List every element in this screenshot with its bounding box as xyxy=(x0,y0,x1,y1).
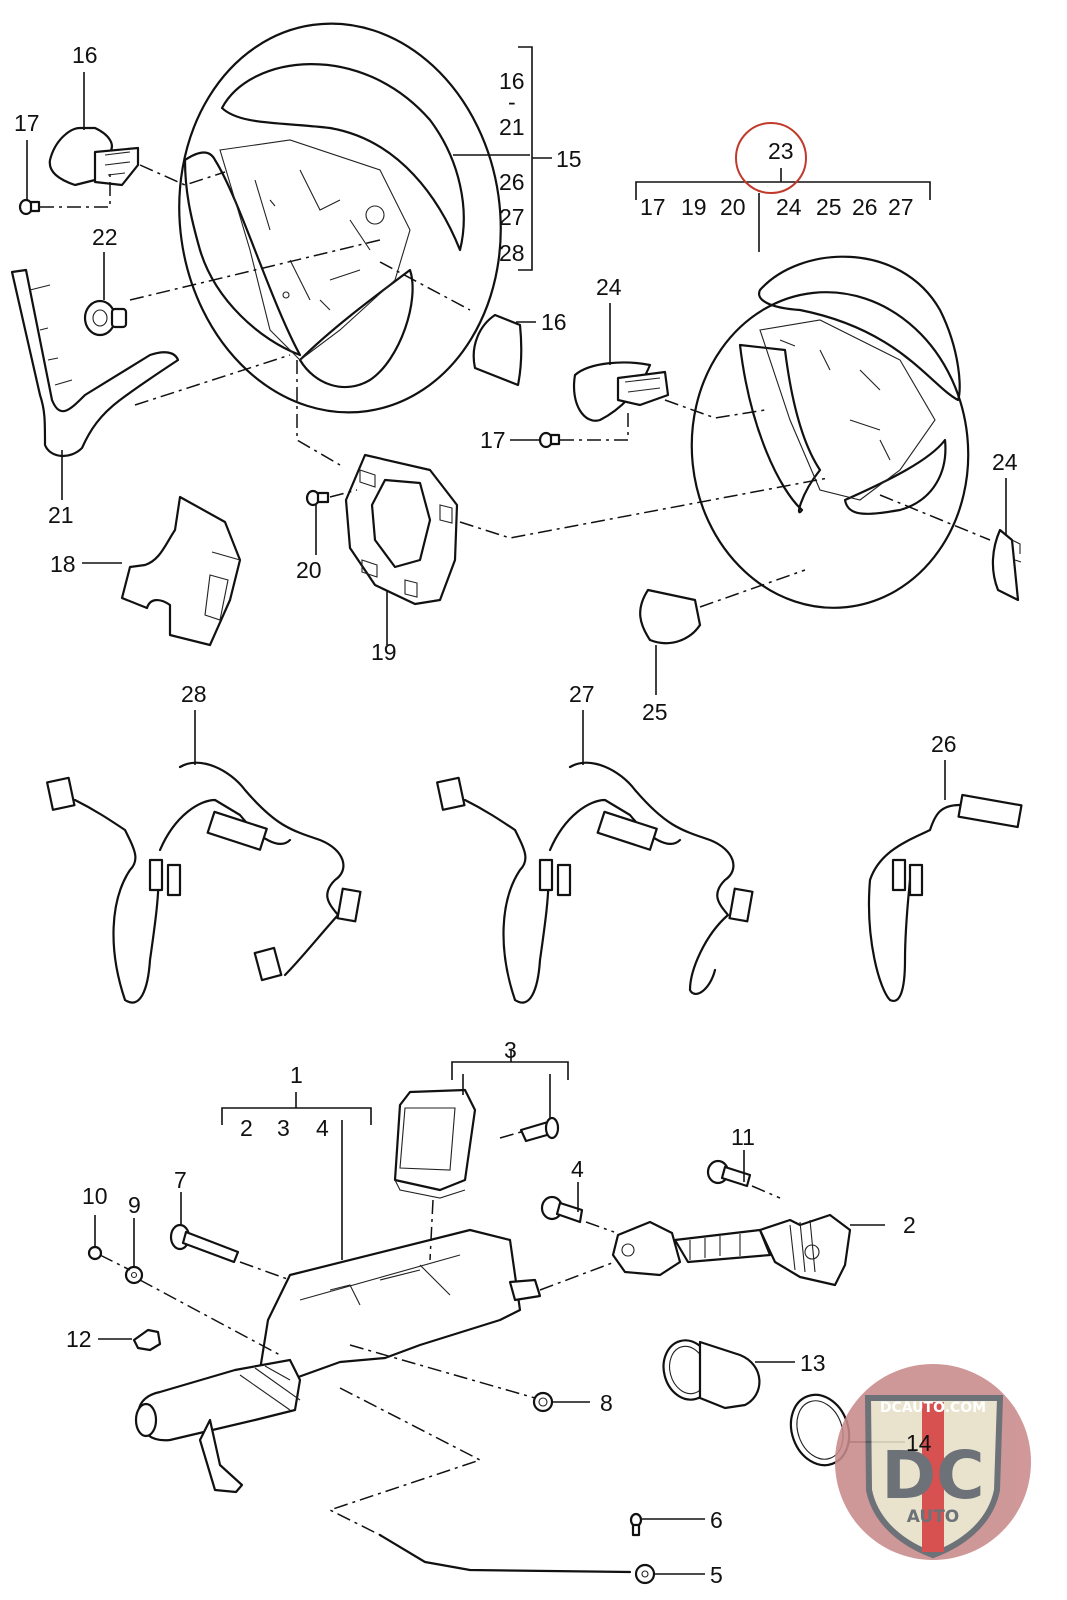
seal-ring-14[interactable] xyxy=(781,1387,858,1474)
callout-27: 27 xyxy=(569,681,595,707)
trim-cover-21[interactable] xyxy=(10,268,180,457)
steering-wheel-15[interactable] xyxy=(154,3,525,434)
callout-26: 26 xyxy=(931,731,957,757)
nut-10[interactable] xyxy=(87,1245,103,1261)
callout-12: 12 xyxy=(66,1326,92,1352)
callout-15: 15 xyxy=(556,146,582,172)
group-1-item: 3 xyxy=(277,1115,290,1141)
wiring-harness-27[interactable] xyxy=(435,761,754,1004)
bolt-4[interactable] xyxy=(540,1195,584,1224)
boot-seal-13[interactable] xyxy=(657,1335,761,1410)
group-15-item: 16 xyxy=(499,68,525,94)
group-15-item: 21 xyxy=(499,114,525,140)
callout-18: 18 xyxy=(50,551,76,577)
callout-25: 25 xyxy=(642,699,668,725)
callout-28: 28 xyxy=(181,681,207,707)
group-23-item: 17 xyxy=(640,194,666,220)
dcauto-watermark: DCAUTO.COM DC AUTO xyxy=(835,1364,1031,1560)
switch-cover-16-left[interactable] xyxy=(48,126,140,187)
group-23-item: 27 xyxy=(888,194,914,220)
callout-2: 2 xyxy=(903,1212,916,1238)
group-23-item: 19 xyxy=(681,194,707,220)
group-23-item: 25 xyxy=(816,194,842,220)
screw-17-right[interactable] xyxy=(538,431,561,449)
bolt-22[interactable] xyxy=(83,299,128,337)
callout-24: 24 xyxy=(596,274,622,300)
callout-4: 4 xyxy=(571,1156,584,1182)
bolt-7[interactable] xyxy=(169,1223,240,1264)
wiring-harness-28[interactable] xyxy=(45,761,362,1004)
screw-20[interactable] xyxy=(305,489,330,507)
callout-labels: 16 17 22 21 18 20 19 16 15 16 - 21 26 27… xyxy=(14,42,1018,1588)
bolt-3[interactable] xyxy=(519,1116,560,1143)
callout-7: 7 xyxy=(174,1167,187,1193)
group-15-item: 27 xyxy=(499,204,525,230)
intermediate-shaft-2[interactable] xyxy=(611,1213,852,1287)
callout-1: 1 xyxy=(290,1062,303,1088)
watermark-logo-sub: AUTO xyxy=(907,1507,960,1527)
group-15-item: - xyxy=(508,89,516,115)
callout-19: 19 xyxy=(371,639,397,665)
callout-14: 14 xyxy=(906,1430,932,1456)
cover-18[interactable] xyxy=(120,495,242,647)
callout-16: 16 xyxy=(72,42,98,68)
watermark-logo-letters: DC xyxy=(881,1437,984,1514)
callout-24: 24 xyxy=(992,449,1018,475)
callout-23: 23 xyxy=(768,138,794,164)
watermark-site-text: DCAUTO.COM xyxy=(880,1400,986,1416)
callout-3: 3 xyxy=(504,1037,517,1063)
callout-17: 17 xyxy=(14,110,40,136)
callout-5: 5 xyxy=(710,1562,723,1588)
group-1-item: 4 xyxy=(316,1115,329,1141)
steering-wheel-23[interactable] xyxy=(676,255,984,622)
group-bracket-23 xyxy=(635,168,931,252)
screw-6[interactable] xyxy=(629,1512,643,1537)
callout-17: 17 xyxy=(480,427,506,453)
group-1-item: 2 xyxy=(240,1115,253,1141)
watermark-stripe xyxy=(922,1402,944,1552)
assembly-lines xyxy=(40,164,991,1536)
washer-9[interactable] xyxy=(124,1265,144,1285)
callout-6: 6 xyxy=(710,1507,723,1533)
group-15-item: 26 xyxy=(499,169,525,195)
highlight-circle-23 xyxy=(735,122,807,194)
callout-16: 16 xyxy=(541,309,567,335)
ground-strap-5[interactable] xyxy=(378,1533,656,1585)
switch-cover-16-right[interactable] xyxy=(472,313,523,387)
steering-column-1[interactable] xyxy=(134,1228,542,1494)
group-23-item: 26 xyxy=(852,194,878,220)
screw-17-left[interactable] xyxy=(18,198,41,216)
group-bracket-15 xyxy=(453,46,552,271)
callout-8: 8 xyxy=(600,1390,613,1416)
mounting-plate-19[interactable] xyxy=(344,453,459,606)
callout-11: 11 xyxy=(731,1124,755,1150)
switch-cover-25[interactable] xyxy=(639,588,702,645)
group-23-item: 20 xyxy=(720,194,746,220)
clip-12[interactable] xyxy=(132,1328,162,1352)
switch-cover-24-right[interactable] xyxy=(991,528,1022,602)
callout-22: 22 xyxy=(92,224,118,250)
nut-8[interactable] xyxy=(532,1391,554,1413)
group-23-item: 24 xyxy=(776,194,802,220)
control-unit-3[interactable] xyxy=(393,1088,477,1199)
callout-9: 9 xyxy=(128,1192,141,1218)
bolt-11[interactable] xyxy=(706,1159,752,1188)
switch-cover-24-left[interactable] xyxy=(572,361,670,422)
wiring-harness-26[interactable] xyxy=(867,793,1023,1003)
callout-10: 10 xyxy=(82,1183,108,1209)
callout-21: 21 xyxy=(48,502,74,528)
leader-lines xyxy=(26,72,1007,1575)
callout-20: 20 xyxy=(296,557,322,583)
group-15-item: 28 xyxy=(499,240,525,266)
callout-13: 13 xyxy=(800,1350,826,1376)
